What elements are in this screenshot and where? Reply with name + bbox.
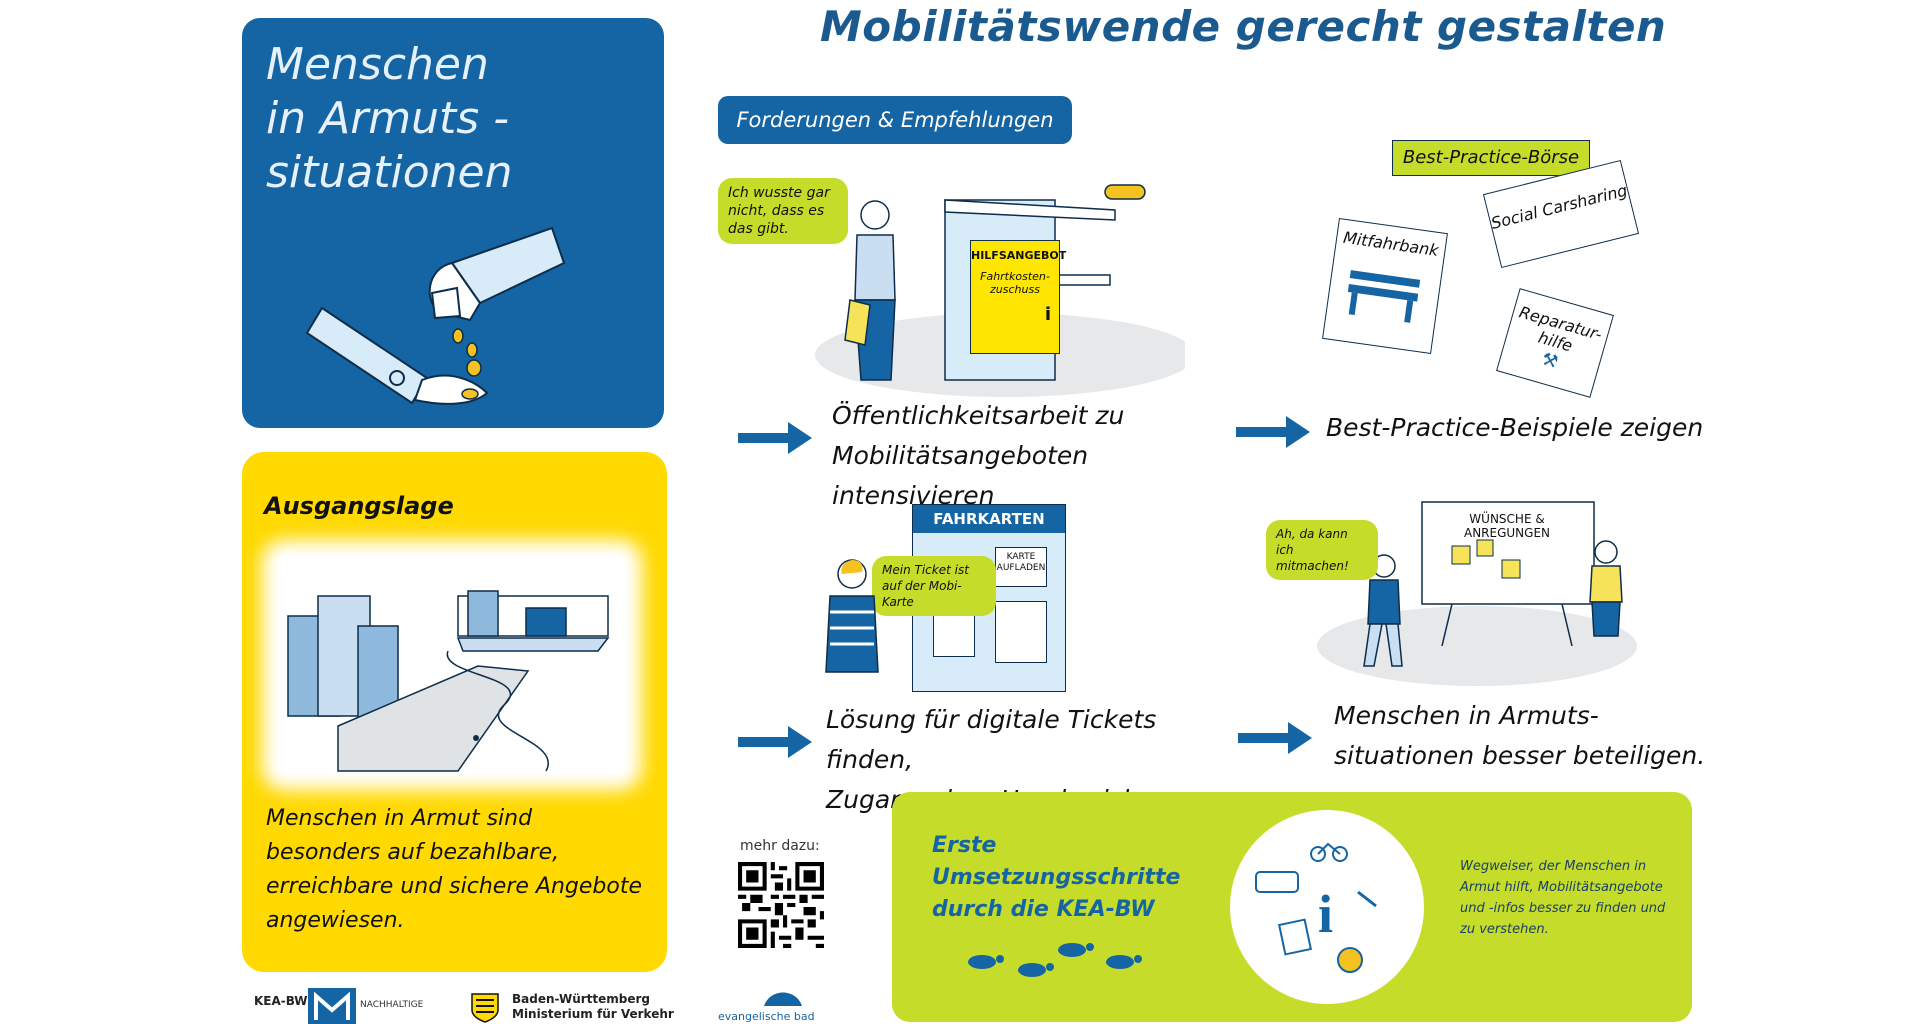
bench-icon	[1347, 270, 1421, 323]
poster-title: HILFSANGEBOT	[971, 249, 1067, 262]
caption-best-practice: Best-Practice-Beispiele zeigen	[1326, 413, 1704, 442]
recommendations-tag: Forderungen & Empfehlungen	[718, 96, 1072, 144]
sign-carsharing-label: Social Carsharing	[1489, 180, 1630, 233]
kea-logo-text: KEA-BW	[254, 994, 308, 1008]
poster-text: Fahrtkosten-zuschuss	[980, 270, 1050, 296]
nachhaltig-label: NACHHALTIGE	[360, 1000, 424, 1010]
person-walking-icon	[1363, 554, 1403, 667]
machine-slot	[995, 601, 1047, 663]
machine-title: FAHRKARTEN	[913, 505, 1065, 533]
bw-line2: Ministerium für Verkehr	[512, 1007, 674, 1021]
footprints-icon	[968, 943, 1142, 977]
kea-logo: KEA-BW	[254, 990, 308, 1009]
bw-ministry-logo: Baden-Württemberg Ministerium für Verkeh…	[512, 992, 674, 1022]
arrow-right-icon	[738, 726, 812, 758]
situation-text: Menschen in Armut sind besonders auf bez…	[266, 806, 642, 933]
info-circle: i	[1230, 810, 1424, 1004]
speech-bubble-p3: Mein Ticket ist auf der Mobi-Karte	[872, 556, 996, 616]
machine-screen: KARTE AUFLADEN	[995, 547, 1047, 587]
implementation-card: Erste Umsetzungsschritte durch die KEA-B…	[892, 792, 1692, 1022]
poverty-card-title: Menschen in Armuts - situationen	[266, 39, 513, 198]
situation-card: Ausgangslage Menschen in Armut sind beso…	[242, 452, 667, 972]
board-title: WÜNSCHE & ANREGUNGEN	[1463, 512, 1551, 540]
situation-heading: Ausgangslage	[264, 492, 454, 520]
caption-public-relations: Öffentlichkeitsarbeit zu Mobilitätsangeb…	[832, 401, 1125, 510]
bw-line1: Baden-Württemberg	[512, 992, 651, 1006]
speech-bubble-p4: Ah, da kann ich mitmachen!	[1266, 520, 1378, 580]
info-icon: i	[1044, 304, 1051, 325]
woman-figure-icon	[844, 200, 896, 381]
woman-presenting-icon	[1589, 540, 1623, 637]
qr-code-icon[interactable]	[738, 862, 824, 948]
poverty-card: Menschen in Armuts - situationen	[242, 18, 664, 428]
implementation-title: Erste Umsetzungsschritte durch die KEA-B…	[932, 833, 1181, 922]
arrow-right-icon	[1236, 416, 1310, 448]
help-poster: HILFSANGEBOT Fahrtkosten-zuschuss i	[970, 240, 1067, 354]
sign-repair: Reparatur-hilfe ⚒	[1496, 288, 1614, 398]
more-label: mehr dazu:	[740, 838, 820, 854]
m-logo-icon	[308, 988, 356, 1024]
page-title: Mobilitätswende gerecht gestalten	[820, 2, 1667, 51]
best-practice-banner: Best-Practice-Börse	[1392, 140, 1590, 176]
arrow-right-icon	[738, 422, 812, 454]
sign-bench: Mitfahrbank	[1322, 217, 1448, 355]
hands-coins-icon	[305, 226, 566, 405]
bw-crest-icon	[471, 993, 499, 1023]
arrow-right-icon	[1238, 722, 1312, 754]
speech-bubble-p1: Ich wusste gar nicht, dass es das gibt.	[718, 178, 848, 244]
ev-arc-icon	[764, 992, 802, 1006]
implementation-text: Wegweiser, der Menschen in Armut hilft, …	[1460, 859, 1666, 937]
ev-logo-text: evangelische bad	[718, 1010, 815, 1023]
sign-carsharing: Social Carsharing	[1482, 159, 1640, 269]
caption-participation: Menschen in Armuts- situationen besser b…	[1334, 701, 1706, 770]
city-road-illustration	[278, 556, 626, 774]
city-road-icon	[287, 590, 610, 772]
svg-text:i: i	[1318, 884, 1333, 944]
man-ticket-icon	[825, 559, 879, 673]
participation-board-illustration	[1317, 501, 1637, 686]
mobility-info-icon: i	[1255, 842, 1377, 973]
